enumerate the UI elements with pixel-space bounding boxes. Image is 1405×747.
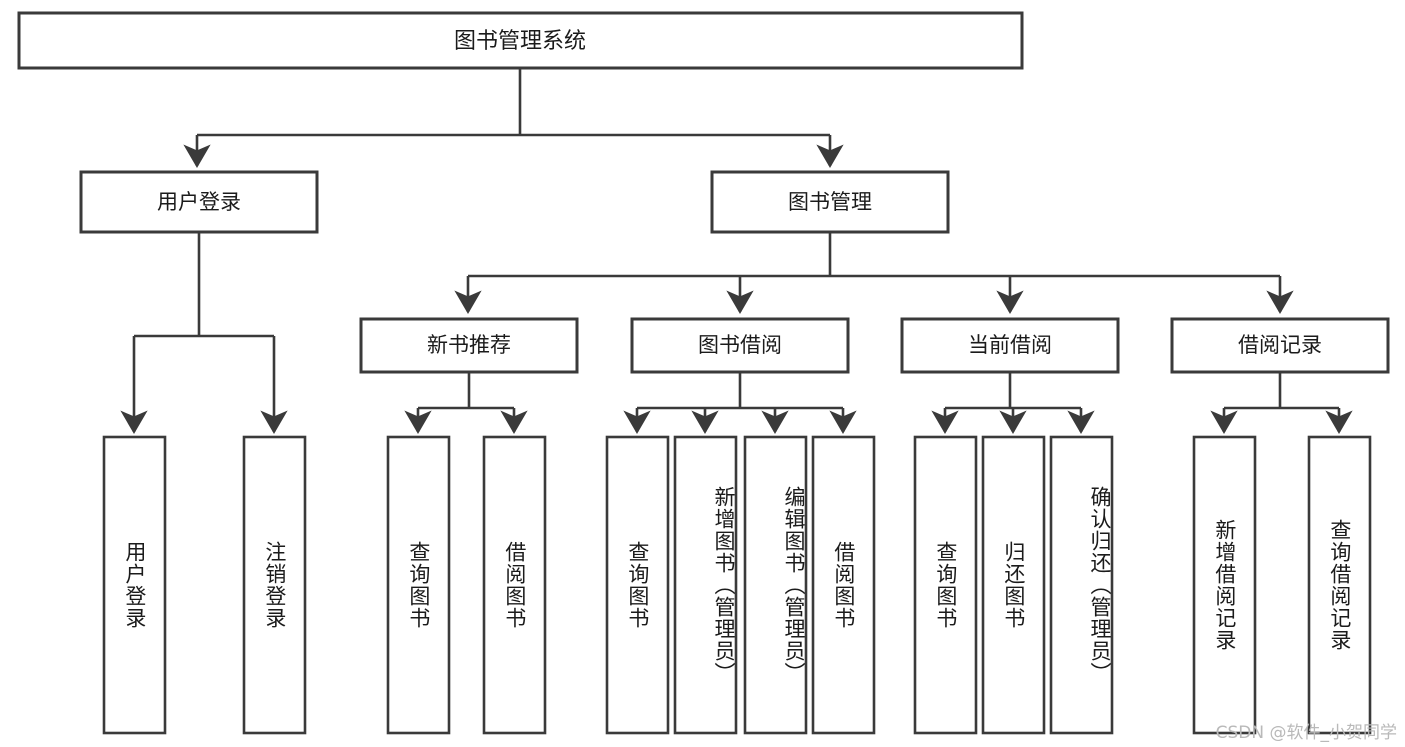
leaf-box-book-borrow-4[interactable]	[811, 435, 876, 735]
node-new-book-recommend-box[interactable]	[359, 317, 579, 374]
node-book-management-box[interactable]	[710, 170, 950, 234]
leaf-box-borrow-record-2[interactable]	[1307, 435, 1372, 735]
leaf-box-borrow-record-1[interactable]	[1192, 435, 1257, 735]
node-book-borrow-box[interactable]	[630, 317, 850, 374]
node-user-login-label: 用户登录	[157, 190, 241, 214]
node-root-label: 图书管理系统	[454, 29, 586, 54]
leaf-box-current-borrow-3[interactable]	[1049, 435, 1114, 735]
leaf-box-current-borrow-1[interactable]	[913, 435, 978, 735]
leaf-box-new-book-1[interactable]	[386, 435, 451, 735]
node-current-borrow-label: 当前借阅	[968, 333, 1052, 357]
node-book-management-label: 图书管理	[788, 190, 872, 214]
leaf-box-book-borrow-2[interactable]	[673, 435, 738, 735]
node-new-book-recommend-label: 新书推荐	[427, 333, 511, 357]
node-root-box[interactable]	[17, 11, 1024, 70]
leaf-box-user-login-2[interactable]	[242, 435, 307, 735]
node-book-borrow-label: 图书借阅	[698, 333, 782, 357]
node-current-borrow-box[interactable]	[900, 317, 1120, 374]
leaf-box-book-borrow-3[interactable]	[743, 435, 808, 735]
node-borrow-record-box[interactable]	[1170, 317, 1390, 374]
leaf-box-user-login-1[interactable]	[102, 435, 167, 735]
leaf-box-new-book-2[interactable]	[482, 435, 547, 735]
node-borrow-record-label: 借阅记录	[1238, 333, 1322, 357]
leaf-box-current-borrow-2[interactable]	[981, 435, 1046, 735]
leaf-box-book-borrow-1[interactable]	[605, 435, 670, 735]
csdn-watermark: CSDN @软件_小贺同学	[1215, 723, 1397, 743]
